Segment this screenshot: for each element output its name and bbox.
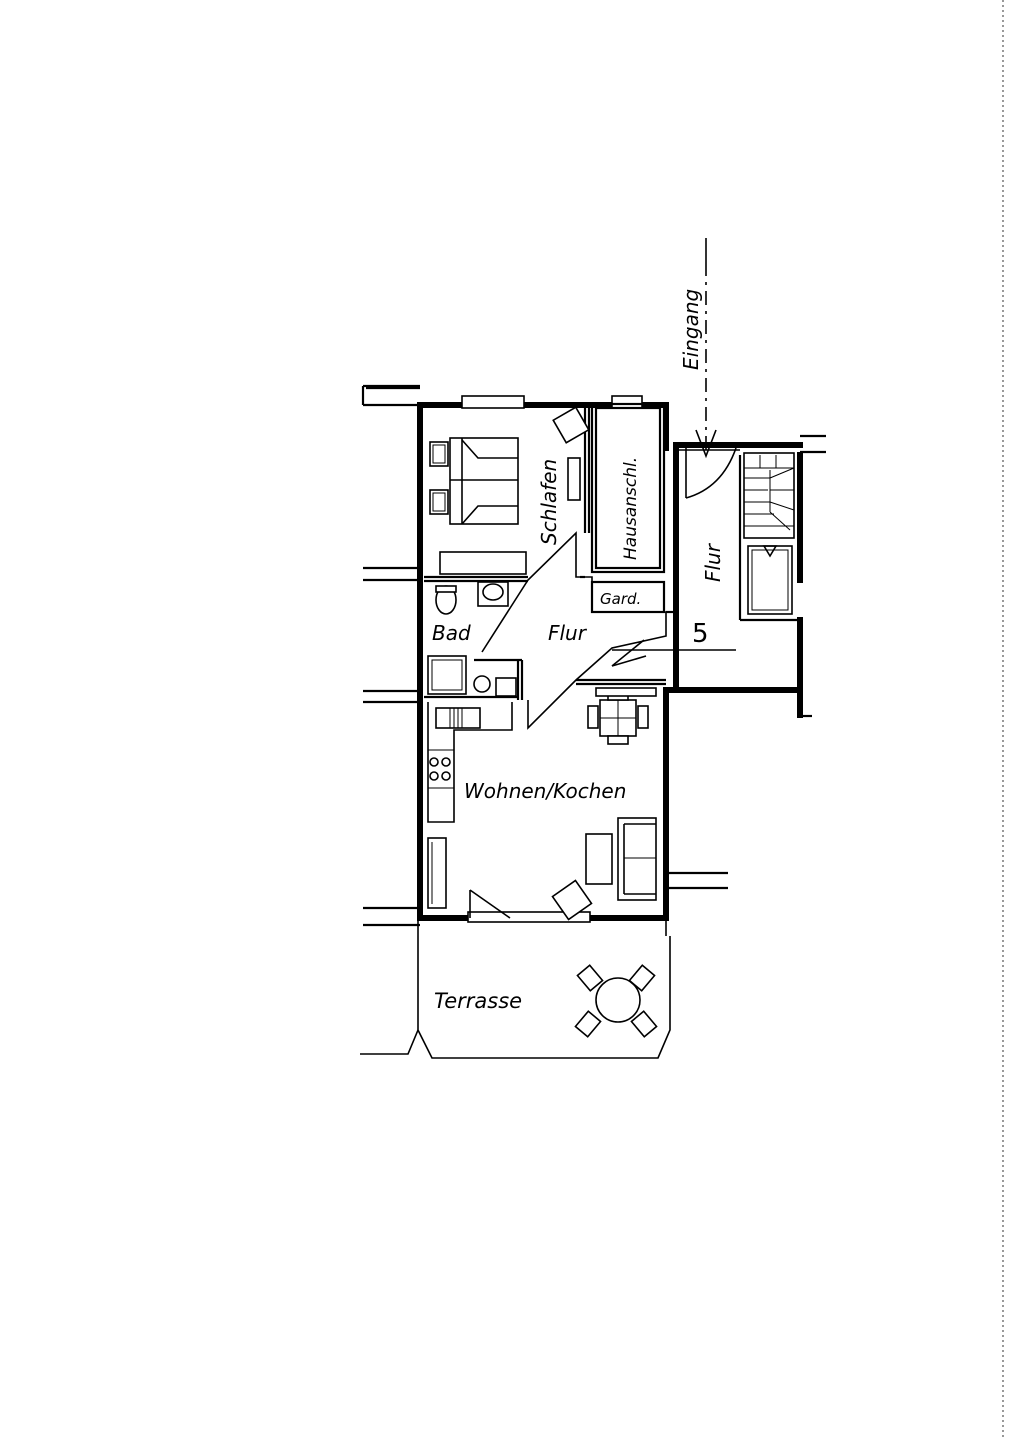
round-table-with-chairs [574, 964, 658, 1038]
wardrobe-bedroom [439, 406, 590, 575]
dining-table [587, 691, 649, 745]
tv-cabinet [595, 687, 657, 697]
party-wall-stubs [361, 384, 826, 927]
terrace-outline [360, 918, 671, 1059]
sofa [617, 817, 657, 901]
shower [427, 655, 467, 695]
unit-number: 5 [692, 619, 709, 649]
room-label-gard: Gard. [600, 590, 641, 608]
washer [473, 675, 517, 697]
sideboard [427, 837, 447, 909]
entrance-axis [695, 238, 717, 459]
room-label-wohnen-kochen: Wohnen/Kochen [464, 779, 626, 803]
kitchen-counter [427, 702, 513, 823]
exterior-walls [417, 395, 803, 923]
bed [449, 437, 519, 525]
entrance-door [676, 447, 740, 499]
entrance-label: Eingang [679, 289, 703, 370]
room-label-flur-main: Flur [548, 621, 588, 645]
room-label-flur-upper: Flur [701, 542, 725, 582]
toilet [435, 585, 457, 615]
terrace-door-swing [469, 889, 511, 919]
sink [477, 581, 509, 607]
room-label-terrasse: Terrasse [434, 989, 522, 1013]
room-label-schlafen: Schlafen [537, 459, 561, 545]
stair [743, 452, 795, 615]
unit-door [611, 639, 736, 667]
nightstands [429, 441, 449, 515]
room-label-hausanschl: Hausanschl. [621, 457, 641, 560]
armchair [551, 879, 593, 921]
flur-arrow-outline [481, 531, 667, 730]
coffee-table [585, 833, 613, 885]
room-label-bad: Bad [432, 621, 471, 645]
